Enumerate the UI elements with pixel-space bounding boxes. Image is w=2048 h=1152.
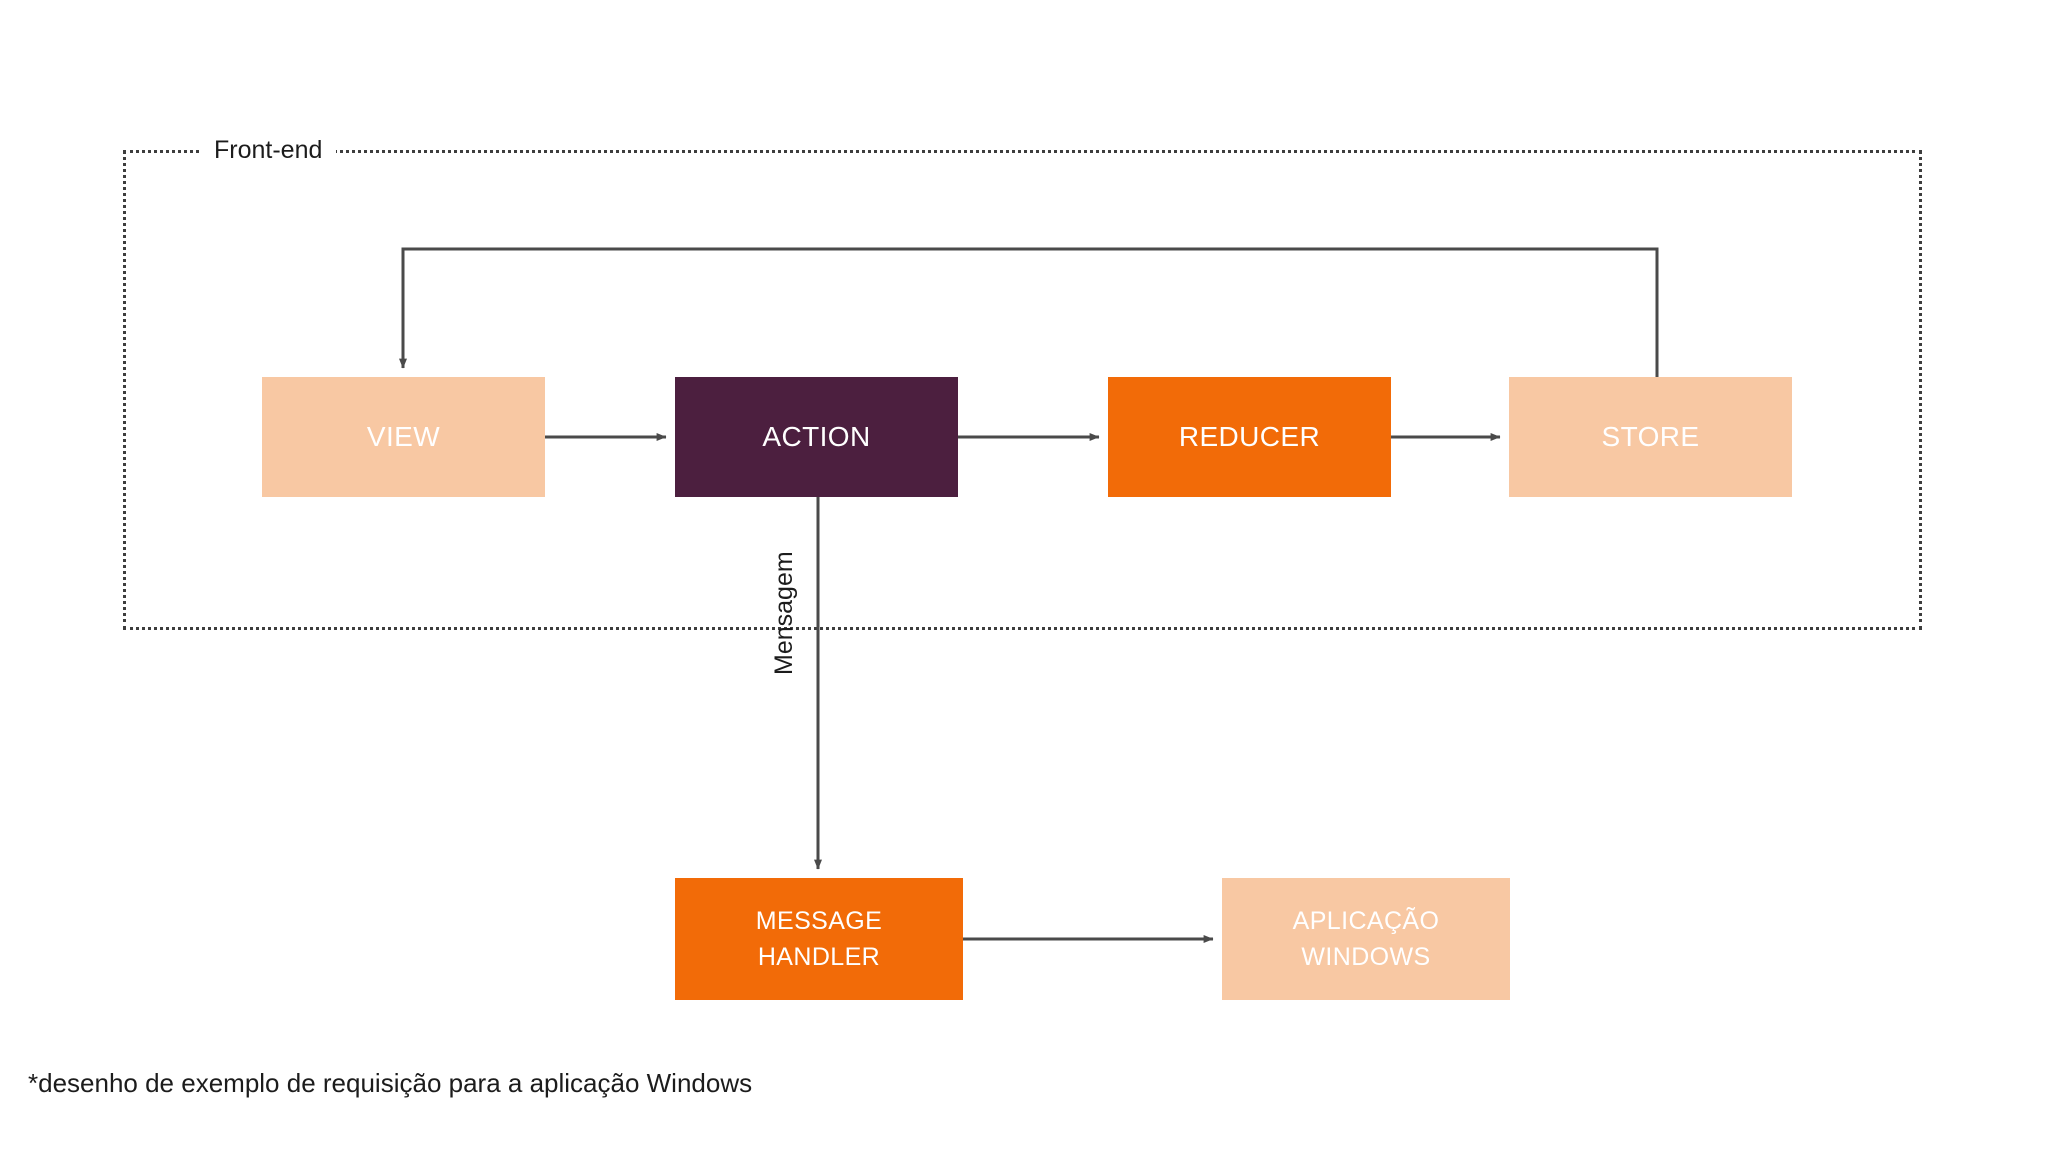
front-end-group-container — [123, 150, 1922, 630]
edge-label-mensagem: Mensagem — [770, 551, 798, 675]
front-end-group-label: Front-end — [200, 134, 337, 166]
node-store-label: STORE — [1601, 421, 1700, 452]
node-view-label: VIEW — [366, 421, 441, 452]
node-reducer[interactable]: REDUCER — [1108, 377, 1391, 497]
node-reducer-label: REDUCER — [1178, 421, 1321, 452]
node-aplicacao-windows-label: APLICAÇÃO WINDOWS — [1292, 907, 1440, 971]
node-aplicacao-windows[interactable]: APLICAÇÃO WINDOWS — [1222, 878, 1510, 1000]
node-action-label: ACTION — [762, 421, 871, 452]
node-action[interactable]: ACTION — [675, 377, 958, 497]
node-message-handler[interactable]: MESSAGE HANDLER — [675, 878, 963, 1000]
node-message-handler-label: MESSAGE HANDLER — [755, 907, 883, 971]
footnote: *desenho de exemplo de requisição para a… — [28, 1068, 753, 1098]
node-view[interactable]: VIEW — [262, 377, 545, 497]
node-store[interactable]: STORE — [1509, 377, 1792, 497]
